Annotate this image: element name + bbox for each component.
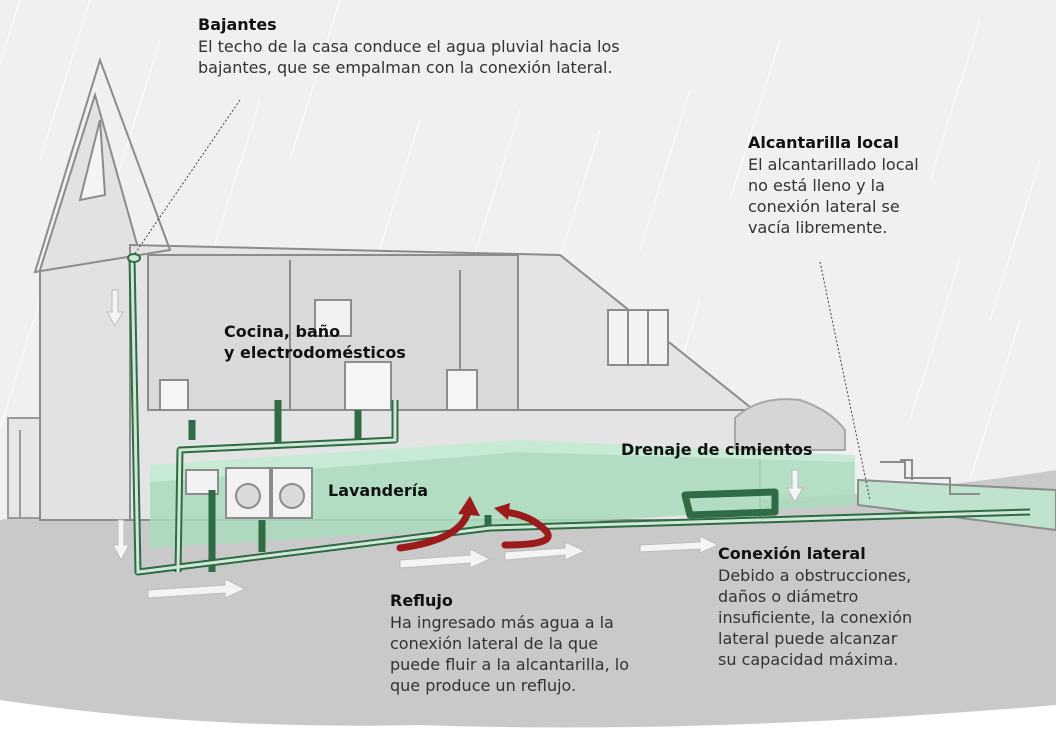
bajantes-text: El techo de la casa conduce el agua pluv… xyxy=(198,37,620,77)
reflujo-callout: Reflujo Ha ingresado más agua a la conex… xyxy=(390,590,629,696)
alcantarilla-title: Alcantarilla local xyxy=(748,133,899,152)
backflow-arrowhead-1 xyxy=(458,496,480,516)
basement-water-surface xyxy=(150,440,855,482)
ground-edge xyxy=(0,700,1056,742)
alcantarilla-text: El alcantarillado local no está lleno y … xyxy=(748,155,919,237)
local-sewer xyxy=(857,459,1056,532)
reflujo-title: Reflujo xyxy=(390,591,453,610)
drain-pipes-inner xyxy=(130,257,1031,574)
cocina-label: Cocina, baño y electrodomésticos xyxy=(224,322,406,362)
drenaje-label: Drenaje de cimientos xyxy=(621,440,813,459)
bajantes-callout: Bajantes El techo de la casa conduce el … xyxy=(198,14,620,78)
conexion-title: Conexión lateral xyxy=(718,544,866,563)
rain-streaks xyxy=(0,0,1041,481)
conexion-callout: Conexión lateral Debido a obstrucciones,… xyxy=(718,543,912,670)
backflow-arrows xyxy=(396,508,552,552)
bajantes-leader-line xyxy=(133,99,241,256)
lavanderia-label: Lavandería xyxy=(328,481,429,500)
reflujo-text: Ha ingresado más agua a la conexión late… xyxy=(390,613,629,695)
basement-water xyxy=(150,452,855,548)
alcantarilla-leader-line xyxy=(819,261,871,501)
washing-machines xyxy=(185,467,313,519)
downspout-opening xyxy=(127,253,141,263)
flow-arrows xyxy=(106,289,804,599)
conexion-text: Debido a obstrucciones, daños o diámetro… xyxy=(718,566,913,669)
backflow-arrowhead-2 xyxy=(494,503,510,520)
alcantarilla-callout: Alcantarilla local El alcantarillado loc… xyxy=(748,132,919,238)
bajantes-title: Bajantes xyxy=(198,15,277,34)
